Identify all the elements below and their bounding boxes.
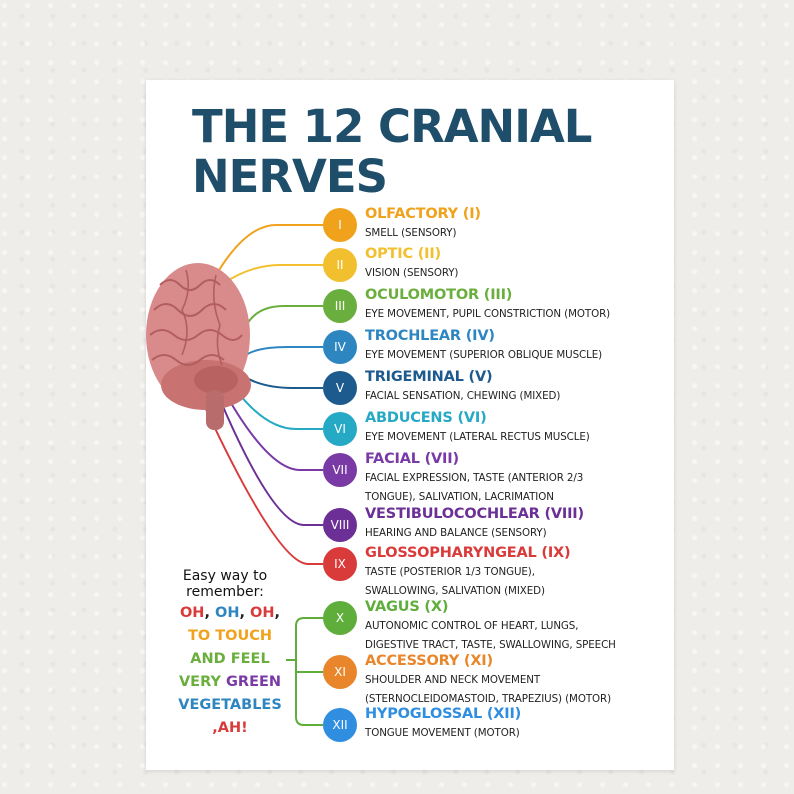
nerve-description: SWALLOWING, SALIVATION (MIXED) bbox=[365, 585, 545, 597]
connector-line bbox=[227, 397, 323, 471]
mnemonic-word: , bbox=[239, 605, 251, 621]
title-line-2: NERVES bbox=[192, 150, 388, 203]
nerve-numeral-badge: XI bbox=[323, 655, 357, 689]
nerve-name: ABDUCENS (VI) bbox=[365, 410, 487, 426]
connector-line bbox=[240, 374, 323, 389]
nerve-description: (STERNOCLEIDOMASTOID, TRAPEZIUS) (MOTOR) bbox=[365, 693, 611, 705]
nerve-description: FACIAL SENSATION, CHEWING (MIXED) bbox=[365, 390, 561, 402]
nerve-description: DIGESTIVE TRACT, TASTE, SWALLOWING, SPEE… bbox=[365, 639, 616, 651]
mnemonic-word: , bbox=[274, 605, 281, 621]
page-title: THE 12 CRANIAL NERVES bbox=[192, 100, 592, 203]
nerve-description: AUTONOMIC CONTROL OF HEART, LUNGS, bbox=[365, 620, 579, 632]
nerve-description: EYE MOVEMENT (SUPERIOR OBLIQUE MUSCLE) bbox=[365, 349, 603, 361]
nerve-numeral-badge: V bbox=[323, 371, 357, 405]
mnemonic-line: OH, OH, OH, bbox=[160, 605, 300, 621]
nerve-description: TONGUE), SALIVATION, LACRIMATION bbox=[365, 491, 554, 503]
mnemonic-heading-line-1: Easy way to bbox=[182, 568, 268, 584]
mnemonic-heading: Easy way to remember: bbox=[162, 568, 288, 600]
nerve-name: TRIGEMINAL (V) bbox=[365, 369, 493, 385]
nerve-name: VESTIBULOCOCHLEAR (VIII) bbox=[365, 506, 584, 522]
mnemonic-line: ,AH! bbox=[160, 720, 300, 736]
connector-line bbox=[220, 264, 323, 286]
nerve-numeral-badge: VI bbox=[323, 412, 357, 446]
mnemonic-word: OH bbox=[250, 605, 275, 621]
mnemonic-line: VEGETABLES bbox=[160, 697, 300, 713]
nerve-description: EYE MOVEMENT, PUPIL CONSTRICTION (MOTOR) bbox=[365, 308, 611, 320]
mnemonic-word: TO TOUCH bbox=[187, 628, 273, 644]
nerve-numeral-badge: XII bbox=[323, 708, 357, 742]
mnemonic-word: GREEN bbox=[226, 674, 282, 690]
nerve-description: EYE MOVEMENT (LATERAL RECTUS MUSCLE) bbox=[365, 431, 590, 443]
nerve-numeral-badge: VIII bbox=[323, 508, 357, 542]
mnemonic-word: OH bbox=[179, 605, 205, 621]
mnemonic-word: ,AH! bbox=[212, 720, 248, 736]
connector-line bbox=[235, 389, 323, 430]
nerve-name: OCULOMOTOR (III) bbox=[365, 287, 513, 303]
nerve-numeral-badge: VII bbox=[323, 453, 357, 487]
bracket-line bbox=[286, 617, 323, 726]
connector-line bbox=[243, 305, 323, 331]
poster-sheet: THE 12 CRANIAL NERVES I OLFACTORY (I) SMEL… bbox=[146, 80, 674, 770]
mnemonic-word: VEGETABLES bbox=[178, 697, 282, 713]
connector-line bbox=[220, 401, 323, 526]
nerve-name: HYPOGLOSSAL (XII) bbox=[365, 706, 522, 722]
connector-line bbox=[215, 224, 323, 276]
mnemonic-line: TO TOUCH bbox=[160, 628, 300, 644]
brain-illustration bbox=[146, 263, 251, 430]
mnemonic-word: , bbox=[204, 605, 215, 621]
nerve-description: VISION (SENSORY) bbox=[365, 267, 459, 279]
nerve-numeral-badge: I bbox=[323, 208, 357, 242]
nerve-connector-lines bbox=[146, 224, 323, 726]
nerve-name: OPTIC (II) bbox=[365, 246, 441, 262]
nerve-description: TASTE (POSTERIOR 1/3 TONGUE), bbox=[365, 566, 535, 578]
mnemonic-line: VERY GREEN bbox=[160, 674, 300, 690]
nerve-description: TONGUE MOVEMENT (MOTOR) bbox=[365, 727, 520, 739]
nerve-name: OLFACTORY (I) bbox=[365, 206, 481, 222]
nerve-numeral-badge: II bbox=[323, 248, 357, 282]
nerve-description: HEARING AND BALANCE (SENSORY) bbox=[365, 527, 547, 539]
nerve-name: GLOSSOPHARYNGEAL (IX) bbox=[365, 545, 571, 561]
nerve-description: SMELL (SENSORY) bbox=[365, 227, 457, 239]
nerve-numeral-badge: III bbox=[323, 289, 357, 323]
mnemonic-word: OH bbox=[215, 605, 240, 621]
nerve-description: SHOULDER AND NECK MOVEMENT bbox=[365, 674, 541, 686]
nerve-name: TROCHLEAR (IV) bbox=[365, 328, 495, 344]
nerve-name: FACIAL (VII) bbox=[365, 451, 459, 467]
connector-line bbox=[203, 404, 323, 565]
nerve-numeral-badge: X bbox=[323, 601, 357, 635]
mnemonic-word: VERY bbox=[178, 674, 227, 690]
mnemonic-line: AND FEEL bbox=[160, 651, 300, 667]
nerve-numeral-badge: IX bbox=[323, 547, 357, 581]
mnemonic-word: AND FEEL bbox=[190, 651, 270, 667]
nerve-description: FACIAL EXPRESSION, TASTE (ANTERIOR 2/3 bbox=[365, 472, 584, 484]
connector-line bbox=[245, 346, 323, 356]
nerve-numeral-badge: IV bbox=[323, 330, 357, 364]
mnemonic-heading-line-2: remember: bbox=[186, 584, 264, 600]
title-line-1: THE 12 CRANIAL bbox=[192, 100, 592, 153]
nerve-name: ACCESSORY (XI) bbox=[365, 653, 493, 669]
nerve-name: VAGUS (X) bbox=[365, 599, 449, 615]
